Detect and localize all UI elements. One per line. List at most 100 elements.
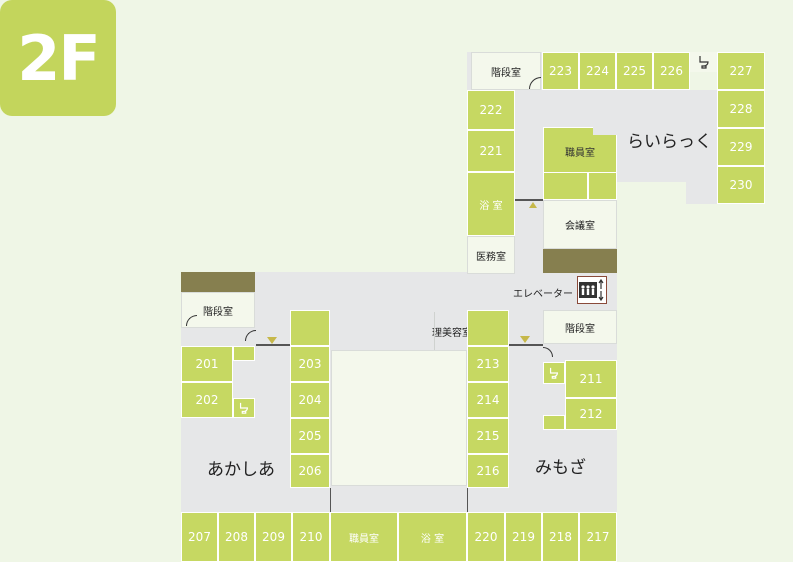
room-202-label: 202	[195, 393, 219, 407]
divider-bottom-left	[330, 488, 331, 512]
room-207[interactable]: 207	[181, 512, 218, 562]
medical-room[interactable]: 医務室	[467, 236, 515, 274]
room-205[interactable]: 205	[290, 418, 330, 454]
room-227-label: 227	[729, 64, 753, 78]
medical-room-label: 医務室	[476, 251, 506, 263]
room-217-label: 217	[586, 530, 610, 544]
stairs-right-label: 階段室	[565, 323, 595, 335]
room-218[interactable]: 218	[542, 512, 579, 562]
room-203-label: 203	[298, 357, 322, 371]
barber-room-label: 理美容室	[432, 328, 472, 339]
room-210[interactable]: 210	[292, 512, 330, 562]
room-222-label: 222	[479, 103, 503, 117]
room-230-label: 230	[729, 178, 753, 192]
toilet-right	[543, 362, 565, 384]
room-228-label: 228	[729, 102, 753, 116]
room-221[interactable]: 221	[467, 130, 515, 172]
room-219[interactable]: 219	[505, 512, 542, 562]
room-219-label: 219	[512, 530, 535, 544]
room-206[interactable]: 206	[290, 454, 330, 488]
room-223[interactable]: 223	[542, 52, 579, 90]
staff-room-bottom[interactable]: 職員室	[330, 512, 398, 562]
staff-room-bottom-label: 職員室	[349, 533, 379, 545]
partition-left	[256, 344, 290, 346]
dark-block-left	[181, 272, 255, 292]
staff-room-top-annex-2	[588, 172, 617, 200]
room-203-main[interactable]: 203	[290, 346, 330, 382]
entrance-marker-right	[520, 336, 530, 343]
room-224[interactable]: 224	[579, 52, 616, 90]
room-214[interactable]: 214	[467, 382, 509, 418]
bath-bottom-label: 浴 室	[420, 533, 445, 545]
room-212[interactable]: 212	[565, 398, 617, 430]
room-228[interactable]: 228	[717, 90, 765, 128]
room-202[interactable]: 202	[181, 382, 233, 418]
room-221-label: 221	[479, 144, 503, 158]
room-227[interactable]: 227	[717, 52, 765, 90]
room-216-label: 216	[476, 464, 500, 478]
ward-label-mimoza: みもざ	[535, 458, 586, 478]
corridor-bottom	[181, 486, 617, 512]
toilet-icon	[239, 402, 249, 414]
entrance-marker-top	[529, 202, 537, 208]
room-224-label: 224	[586, 64, 609, 78]
ward-label-rairakku: らいらっく	[627, 132, 712, 152]
toilet-icon	[698, 56, 709, 69]
elevator[interactable]	[577, 276, 607, 304]
room-212-label: 212	[579, 407, 603, 421]
room-211[interactable]: 211	[565, 360, 617, 398]
door-stairs-left	[186, 315, 197, 326]
room-225[interactable]: 225	[616, 52, 653, 90]
room-213-top	[467, 310, 509, 346]
room-209-label: 209	[262, 530, 285, 544]
room-208-label: 208	[225, 530, 248, 544]
room-226-label: 226	[660, 64, 683, 78]
toilet-icon	[549, 367, 559, 379]
meeting-room-label: 会議室	[565, 221, 595, 232]
room-217[interactable]: 217	[579, 512, 617, 562]
room-223-label: 223	[549, 64, 572, 78]
stairs-left-label: 階段室	[203, 306, 233, 318]
bath-top[interactable]: 浴 室	[467, 172, 515, 236]
room-220[interactable]: 220	[467, 512, 505, 562]
room-222[interactable]: 222	[467, 90, 515, 130]
room-226[interactable]: 226	[653, 52, 690, 90]
partition-right	[509, 344, 543, 346]
room-229-label: 229	[729, 140, 753, 154]
meeting-room[interactable]: 会議室	[543, 200, 617, 249]
room-225-label: 225	[623, 64, 646, 78]
bath-top-label: 浴 室	[479, 200, 503, 212]
room-212-annex	[543, 415, 565, 430]
divider-bottom-right	[467, 488, 468, 512]
room-208[interactable]: 208	[218, 512, 255, 562]
entrance-marker-left	[267, 337, 277, 344]
room-213[interactable]: 213	[467, 346, 509, 382]
room-204[interactable]: 204	[290, 382, 330, 418]
room-218-label: 218	[549, 530, 572, 544]
room-220-label: 220	[474, 530, 498, 544]
staff-room-top-annex	[543, 172, 588, 200]
courtyard	[331, 350, 467, 486]
room-205-label: 205	[298, 429, 322, 443]
toilet-top	[690, 52, 717, 72]
staff-room-top-label: 職員室	[565, 147, 595, 159]
room-216[interactable]: 216	[467, 454, 509, 488]
room-206-label: 206	[298, 464, 322, 478]
door-left-wing	[245, 330, 256, 341]
bath-bottom[interactable]: 浴 室	[398, 512, 467, 562]
dark-block-top	[543, 249, 617, 273]
staff-room-notch	[593, 127, 617, 135]
room-229[interactable]: 229	[717, 128, 765, 166]
room-201[interactable]: 201	[181, 346, 233, 382]
stairs-top-label: 階段室	[491, 67, 521, 79]
courtyard-top	[331, 312, 467, 350]
ward-label-akashia: あかしあ	[207, 460, 275, 480]
room-209[interactable]: 209	[255, 512, 292, 562]
stairs-right: 階段室	[543, 310, 617, 344]
room-215[interactable]: 215	[467, 418, 509, 454]
room-203[interactable]	[290, 310, 330, 346]
room-211-label: 211	[579, 372, 603, 386]
room-210-label: 210	[299, 530, 323, 544]
room-230[interactable]: 230	[717, 166, 765, 204]
door-stairs-top	[529, 77, 541, 89]
